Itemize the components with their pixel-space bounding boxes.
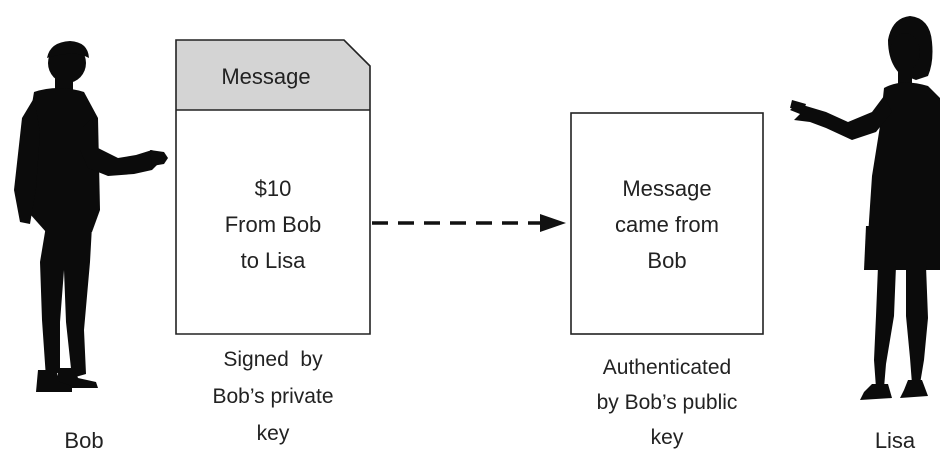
message-card-line-2: From Bob [225,212,322,237]
message-caption-line-3: key [257,422,290,445]
result-box: Message came from Bob [570,112,764,335]
message-card: Message $10 From Bob to Lisa [175,39,371,335]
result-line-2: came from [615,212,719,237]
message-caption-line-2: Bob’s private [212,385,333,408]
bob-silhouette-icon [14,41,168,392]
sender-name: Bob [64,428,103,453]
result-caption-line-3: key [651,426,684,449]
result-box-outline [570,112,764,335]
receiver-name: Lisa [875,428,916,453]
result-line-1: Message [622,176,711,201]
message-card-line-1: $10 [255,176,292,201]
message-caption-line-1: Signed by [223,348,323,371]
lisa-silhouette-icon [790,16,940,400]
message-card-header-bg [176,40,370,110]
message-card-header: Message [221,64,310,89]
result-box-caption: Authenticated by Bob’s public key [597,356,738,449]
result-line-3: Bob [647,248,686,273]
result-caption-line-2: by Bob’s public [597,391,738,414]
message-card-outline [175,39,371,335]
message-card-line-3: to Lisa [241,248,307,273]
dashed-arrow-icon [372,214,566,232]
result-caption-line-1: Authenticated [603,356,731,379]
message-card-caption: Signed by Bob’s private key [212,348,333,445]
